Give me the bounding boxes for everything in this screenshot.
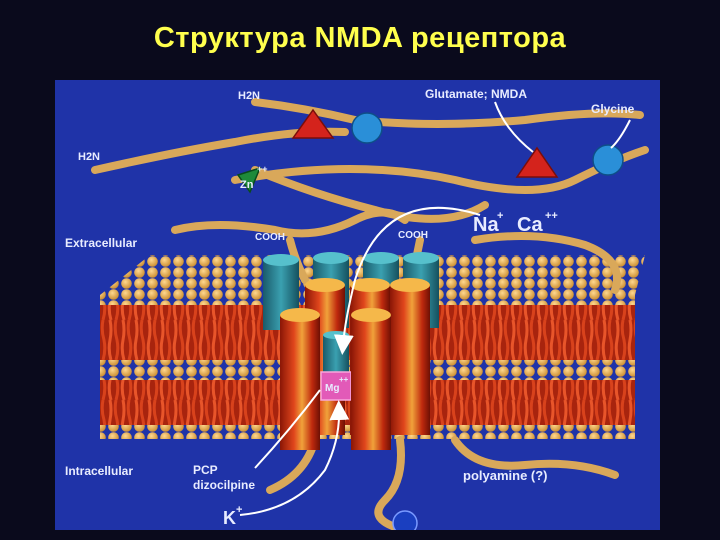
cylinder-front-2-top [351, 308, 391, 322]
label-zn-charge: ++ [257, 164, 268, 174]
label-glutamate-nmda: Glutamate; NMDA [425, 87, 527, 101]
label-h2n-left: H2N [78, 151, 100, 163]
cylinder-teal-2-top [313, 252, 349, 264]
arrow-na-ca-influx [333, 206, 481, 355]
cylinder-mid-2-top [350, 278, 390, 292]
diagram-labels: H2N H2N Glutamate; NMDA Glycine Zn ++ Ex… [65, 87, 635, 528]
chain-extracellular-right [471, 232, 621, 294]
label-cooh-right: COOH [398, 230, 428, 241]
label-na: Na [473, 214, 499, 236]
label-ca-charge: ++ [545, 210, 558, 222]
cylinder-mid-1-top [305, 278, 345, 292]
label-na-charge: + [497, 210, 503, 222]
chain-intracellular-center [374, 436, 409, 530]
cylinder-front-1-top [280, 308, 320, 322]
label-intracellular: Intracellular [65, 464, 133, 478]
arrow-k-efflux [239, 400, 350, 516]
channel-front-row [280, 308, 391, 450]
cylinder-teal-1-top [263, 254, 299, 266]
label-polyamine: polyamine (?) [463, 468, 548, 483]
label-mg-charge: ++ [339, 375, 349, 384]
chain-intracellular-right [451, 436, 619, 479]
chain-top [251, 98, 644, 128]
label-extracellular: Extracellular [65, 236, 137, 250]
glutamate-site-1 [291, 108, 335, 139]
label-k: K [223, 508, 236, 528]
glycine-site-1 [351, 112, 383, 144]
label-mg: Mg [325, 383, 339, 394]
zn-marker [236, 166, 262, 194]
cylinder-front-1 [280, 315, 320, 450]
label-k-charge: + [236, 504, 242, 516]
label-cooh-left: COOH [255, 232, 285, 243]
label-pcp: PCP [193, 463, 218, 477]
cylinder-teal-3-top [363, 252, 399, 264]
chain-extracellular-left [171, 208, 409, 238]
cylinder-teal-4-top [403, 252, 439, 264]
cylinder-front-2 [351, 315, 391, 450]
pointer-glutamate [494, 101, 534, 153]
label-h2n-top: H2N [238, 90, 260, 102]
nmda-receptor-diagram: H2N H2N Glutamate; NMDA Glycine Zn ++ Ex… [65, 87, 649, 530]
channel-pore [323, 335, 349, 375]
intracellular-ion [392, 510, 418, 530]
glycine-site-2 [592, 144, 624, 176]
cylinder-mid-3-top [390, 278, 430, 292]
label-zn: Zn [240, 179, 254, 191]
label-dizocilpine: dizocilpine [193, 478, 255, 492]
label-glycine: Glycine [591, 102, 635, 116]
nmda-diagram-panel: H2N H2N Glutamate; NMDA Glycine Zn ++ Ex… [55, 80, 660, 530]
pointer-pcp [254, 389, 321, 469]
pointer-lines [239, 101, 631, 516]
cylinder-mid-3 [390, 285, 430, 435]
pointer-glycine [610, 119, 631, 149]
label-ca: Ca [517, 214, 543, 236]
glutamate-site-2 [515, 146, 559, 178]
ligands [236, 108, 624, 530]
slide-title: Структура NMDA рецептора [153, 22, 567, 54]
